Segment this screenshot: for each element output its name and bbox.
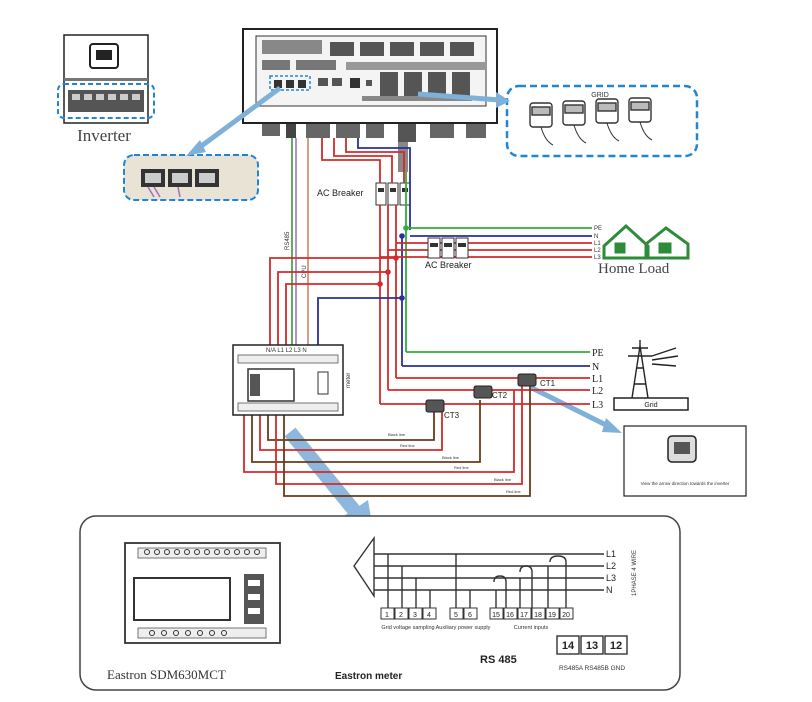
rs485-pin-13: 13 [586, 640, 598, 652]
grid-voltage-caption: Grid voltage sampling [381, 625, 434, 631]
terminal-1: 1 [385, 612, 389, 619]
grid-pe-label: PE [592, 348, 604, 359]
ct3-label: CT3 [444, 411, 460, 420]
grid-l1-label: L1 [592, 374, 603, 385]
grid-label: Grid [644, 402, 657, 409]
bus-l2-label: L2 [606, 561, 616, 571]
ct-clamp-icon [529, 97, 652, 128]
ct-clamps: CT1 CT2 CT3 [425, 373, 556, 420]
wire-label-4: Red line [454, 465, 469, 470]
bus-l3-label: L3 [606, 573, 616, 583]
grid-l3-label: L3 [592, 400, 603, 411]
load-l2-label: L2 [594, 248, 601, 254]
ac-breaker-top-label: AC Breaker [317, 188, 364, 198]
ac-breaker-mid: AC Breaker [425, 237, 472, 270]
terminal-16: 16 [506, 612, 514, 619]
wire-labels: Black line Red line Black line Red line … [388, 432, 521, 494]
terminal-17: 17 [520, 612, 528, 619]
bus-l1-label: L1 [606, 549, 616, 559]
eastron-meter-label: Eastron meter [335, 671, 402, 682]
ct-direction-label: View the arrow direction towards the inv… [641, 481, 730, 486]
rs485-pin-14: 14 [562, 640, 575, 652]
rs485-label: RS 485 [480, 654, 517, 666]
terminal-4: 4 [427, 612, 431, 619]
rs485-pin-numbers: 14 13 12 [562, 640, 622, 652]
inverter-label: Inverter [77, 126, 131, 145]
terminal-18: 18 [534, 612, 542, 619]
ac-breaker-mid-label: AC Breaker [425, 260, 472, 270]
rs485-pin-labels: RS485A RS485B GND [559, 665, 625, 672]
terminal-numbers: 1 2 3 4 5 6 15 16 17 18 19 20 [385, 612, 570, 619]
load-n-label: N [594, 234, 598, 240]
ct-direction-note: View the arrow direction towards the inv… [623, 425, 747, 497]
wire-label-5: Black line [494, 477, 512, 482]
terminal-19: 19 [548, 612, 556, 619]
load-pe-label: PE [594, 226, 602, 232]
wire-label-2: Red line [400, 443, 415, 448]
terminal-2: 2 [399, 612, 403, 619]
grid-n-label: N [592, 362, 599, 373]
terminal-3: 3 [413, 612, 417, 619]
meter-terminal-label: N/A L1 L2 L3 N [266, 348, 307, 354]
load-l3-label: L3 [594, 255, 601, 261]
inverter-terminal-box [242, 28, 498, 172]
terminal-5: 5 [454, 612, 458, 619]
ac-breaker-top: AC Breaker [317, 182, 411, 206]
meter-vertical-label: meter [346, 373, 352, 388]
wire-label-3: Black line [442, 455, 460, 460]
terminal-6: 6 [468, 612, 472, 619]
bus-diagram [353, 535, 604, 608]
rj45-port-callout [123, 154, 259, 201]
grid-ct-label: GRID [591, 92, 609, 99]
terminal-15: 15 [492, 612, 500, 619]
terminal-blocks [380, 607, 574, 620]
grid-ct-callout: GRID [505, 84, 699, 158]
bus-labels: L1 L2 L3 N [606, 549, 616, 595]
pylon-icon [628, 340, 679, 399]
load-line-labels: PE N L1 L2 L3 [594, 226, 602, 261]
grid-line-labels: PE N L1 L2 L3 [592, 348, 604, 411]
callout-arrows [186, 85, 622, 536]
wire-label-6: Red line [506, 489, 521, 494]
home-load-label: Home Load [598, 261, 670, 277]
grid-box [613, 397, 689, 411]
ct2-label: CT2 [492, 391, 508, 400]
meter-upper: N/A L1 L2 L3 N meter [232, 344, 352, 416]
sdm630-device [124, 542, 281, 644]
bus-n-label: N [606, 585, 613, 595]
terminal-captions: Grid voltage sampling Auxiliary power su… [381, 625, 548, 631]
bus-vertical-label: 1PHASE 4 WIRE [632, 550, 638, 596]
home-icon [602, 223, 690, 260]
terminal-20: 20 [562, 612, 570, 619]
comm-cables: RS485 CPU [285, 138, 309, 346]
load-l1-label: L1 [594, 241, 601, 247]
grid-l2-label: L2 [592, 386, 603, 397]
sdm-model-label: Eastron SDM630MCT [107, 667, 226, 682]
wire-label-1: Black line [388, 432, 406, 437]
junction-dots [377, 225, 409, 301]
aux-power-caption: Auxiliary power supply [436, 625, 491, 631]
inverter-thumbnail: Inverter [57, 34, 155, 145]
rs485-terminals [556, 635, 628, 655]
power-wires [243, 138, 592, 497]
rs485-pin-12: 12 [610, 640, 622, 652]
current-inputs-caption: Current inputs [514, 625, 549, 631]
ct1-label: CT1 [540, 379, 556, 388]
rs485-cable-label: RS485 [285, 231, 291, 250]
